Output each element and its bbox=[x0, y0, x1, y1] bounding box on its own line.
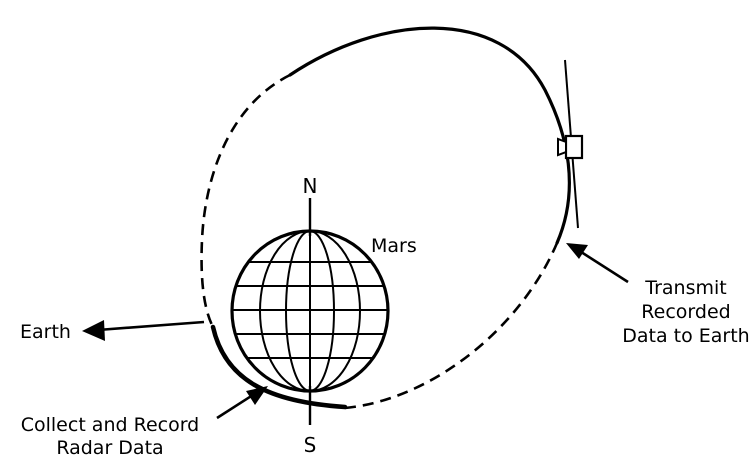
transmit-label-line1: Transmit bbox=[644, 277, 726, 299]
orbit-dashed bbox=[200, 73, 559, 410]
transmit-label-line3: Data to Earth bbox=[622, 325, 749, 347]
south-label: S bbox=[304, 433, 317, 455]
mars-globe bbox=[230, 198, 390, 425]
orbit-solid bbox=[210, 26, 571, 410]
mars-label: Mars bbox=[371, 235, 417, 257]
collect-label-line1: Collect and Record bbox=[21, 414, 200, 436]
collect-label-line2: Radar Data bbox=[56, 437, 163, 455]
earth-label: Earth bbox=[20, 321, 71, 343]
transmit-label-line2: Recorded bbox=[641, 301, 730, 323]
spacecraft bbox=[557, 59, 584, 229]
earth-arrow bbox=[82, 320, 205, 341]
transmit-arrow bbox=[566, 243, 629, 284]
collect-arrow bbox=[216, 386, 268, 420]
north-label: N bbox=[303, 174, 318, 198]
